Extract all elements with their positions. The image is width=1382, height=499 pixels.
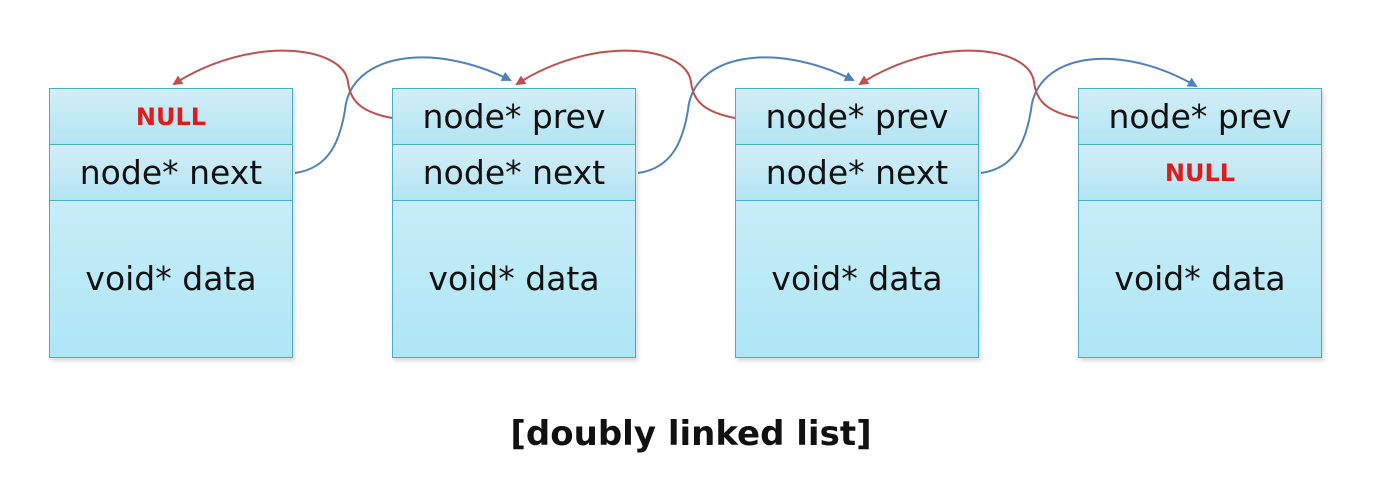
node-3-next: node* next <box>736 145 978 201</box>
node-1-next: node* next <box>50 145 292 201</box>
node-1-data: void* data <box>85 259 257 298</box>
prev-arrow-2 <box>515 49 736 119</box>
node-2-prev: node* prev <box>393 89 635 145</box>
prev-arrow-1 <box>172 49 393 119</box>
prev-arrow-3 <box>858 49 1079 119</box>
node-4-next-null: NULL <box>1079 145 1321 201</box>
node-3-data: void* data <box>771 259 943 298</box>
node-4-prev: node* prev <box>1079 89 1321 145</box>
node-1-prev-null: NULL <box>50 89 292 145</box>
node-2: node* prev node* next void* data <box>392 88 636 358</box>
node-2-next: node* next <box>393 145 635 201</box>
node-3-prev: node* prev <box>736 89 978 145</box>
node-4-data: void* data <box>1114 259 1286 298</box>
node-2-data: void* data <box>428 259 600 298</box>
node-1: NULL node* next void* data <box>49 88 293 358</box>
node-4: node* prev NULL void* data <box>1078 88 1322 358</box>
diagram-caption: [doubly linked list] <box>510 414 872 454</box>
node-3: node* prev node* next void* data <box>735 88 979 358</box>
